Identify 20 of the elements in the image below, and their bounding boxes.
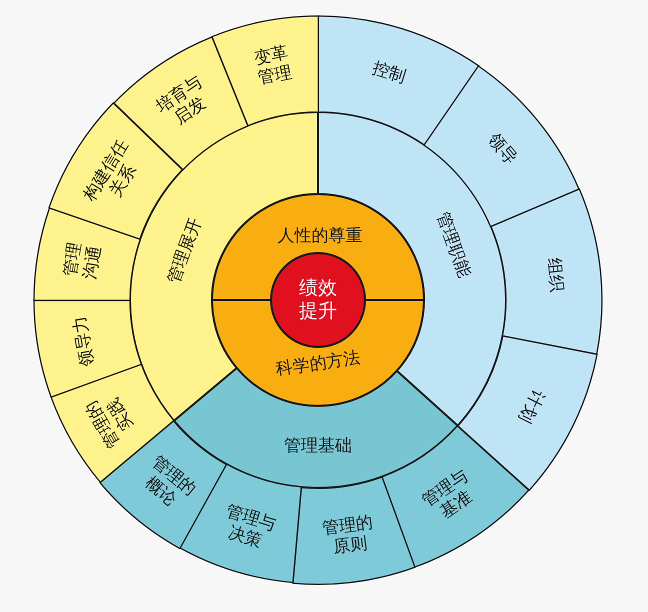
segment-label: 管理的实践 [80,393,139,453]
segment-label: 培育与启发 [151,70,212,131]
segment-label: 科学的方法 [274,347,362,382]
segment-label: 管理职能 [432,208,476,283]
segment-label: 管理沟通 [60,240,106,283]
segment-label: 管理与基准 [418,465,478,526]
segment-label: 计划 [514,386,549,428]
segment-label: 构建信任关系 [78,134,142,206]
segment-label: 管理基础 [282,436,353,456]
segment-label: 管理展开 [162,214,206,289]
segment-label: 绩效提升 [298,277,338,323]
segment-label: 领导力 [68,314,98,370]
segment-label: 管理的概论 [140,450,200,512]
segment-label: 领导 [482,128,522,171]
segment-label: 管理的原则 [320,512,376,560]
segment-label: 组织 [542,256,567,296]
segment-label: 人性的尊重 [276,226,364,246]
segment-label: 变革管理 [251,42,294,90]
segment-label: 控制 [368,57,409,88]
segment-label: 管理与决策 [223,500,280,554]
